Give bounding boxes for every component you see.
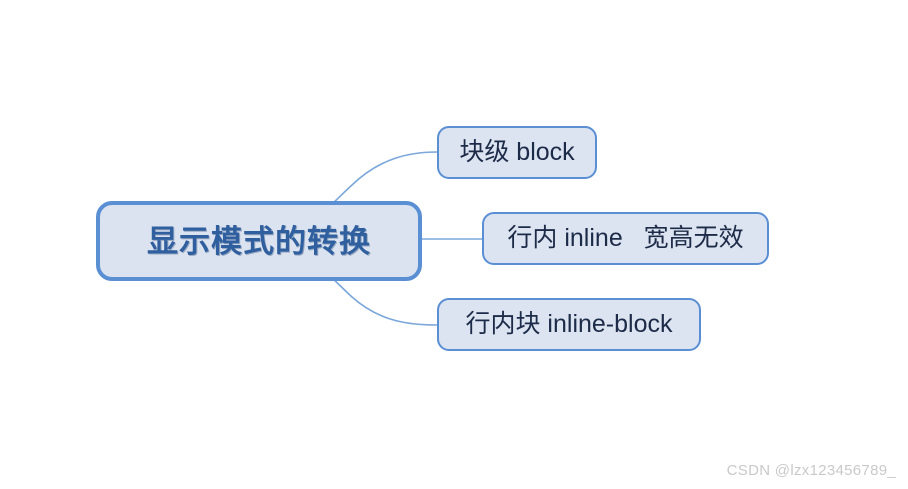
csdn-watermark: CSDN @lzx123456789_ [726,462,896,479]
mindmap-root-node[interactable]: 显示模式的转换 [96,201,422,281]
mindmap-node-inline-label: 行内 inline 宽高无效 [507,224,744,252]
mindmap-root-label: 显示模式的转换 [147,223,371,259]
mindmap-node-block-label: 块级 block [459,138,575,166]
mindmap-node-block[interactable]: 块级 block [437,126,597,179]
mindmap-node-inline[interactable]: 行内 inline 宽高无效 [482,212,769,265]
mindmap-node-inline-block-label: 行内块 inline-block [465,310,673,338]
mindmap-node-inline-block[interactable]: 行内块 inline-block [437,298,701,351]
